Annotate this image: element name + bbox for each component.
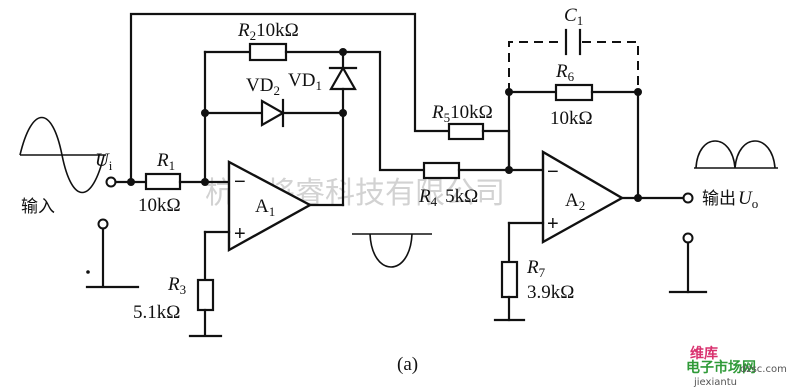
wire-input-to-r5 — [129, 12, 451, 184]
a2-noninverting-sign: + — [547, 213, 559, 235]
label-r6-value: 10kΩ — [550, 108, 593, 129]
resistor-r1 — [144, 172, 182, 191]
resistor-r7 — [500, 260, 519, 299]
dashed-wire-c1-left — [508, 41, 564, 92]
label-r3-value: 5.1kΩ — [133, 302, 180, 323]
dashed-wire-c1-right — [582, 41, 639, 92]
logo-text-line1: 维库 — [690, 345, 718, 362]
logo-text-line3: dzsc.com — [740, 364, 787, 375]
label-vd2: VD2 — [246, 75, 280, 98]
resistor-r5 — [447, 122, 485, 141]
label-r1-value: 10kΩ — [138, 195, 181, 216]
a1-noninverting-sign: + — [234, 223, 246, 245]
logo-text-line2: 电子市场网 — [686, 359, 756, 376]
label-ui: Ui — [95, 150, 113, 173]
label-r5: R510kΩ — [431, 102, 493, 125]
half-wave-waveform — [369, 233, 413, 268]
figure-caption: (a) — [397, 354, 418, 375]
resistor-r2 — [248, 42, 288, 62]
output-terminal — [682, 192, 694, 204]
diode-vd1 — [329, 65, 357, 91]
output-rectified-waveform — [695, 140, 776, 169]
label-r2: R210kΩ — [237, 20, 299, 43]
label-vd1: VD1 — [288, 70, 322, 93]
wire-to-r4 — [341, 50, 426, 172]
label-r7-value: 3.9kΩ — [527, 282, 574, 303]
ground-terminal-input — [97, 218, 109, 230]
label-a1: A1 — [255, 196, 275, 219]
stray-mark — [86, 270, 90, 274]
resistor-r3 — [196, 278, 215, 312]
logo-text-line4: jiexiantu — [693, 377, 737, 388]
label-r1: R1 — [156, 150, 175, 173]
label-r7: R7 — [526, 257, 546, 280]
site-logo-watermark: 维库 电子市场网 dzsc.com jiexiantu — [686, 345, 787, 388]
label-input: 输入 — [21, 197, 55, 217]
resistor-r6 — [554, 83, 594, 102]
wire-r5-to-node — [481, 129, 511, 172]
label-r6: R6 — [555, 61, 575, 84]
label-a2: A2 — [565, 190, 585, 213]
resistor-r4 — [422, 161, 461, 180]
junction-a2-output — [634, 194, 642, 202]
label-c1: C1 — [564, 5, 583, 28]
label-r3: R3 — [167, 274, 186, 297]
opamp-a2 — [541, 149, 625, 245]
ground-terminal-output — [682, 232, 694, 244]
a2-inverting-sign: − — [547, 161, 559, 183]
diode-vd2 — [260, 99, 286, 127]
input-terminal — [105, 176, 117, 188]
a1-inverting-sign: − — [234, 171, 246, 193]
opamp-a1 — [227, 160, 313, 253]
